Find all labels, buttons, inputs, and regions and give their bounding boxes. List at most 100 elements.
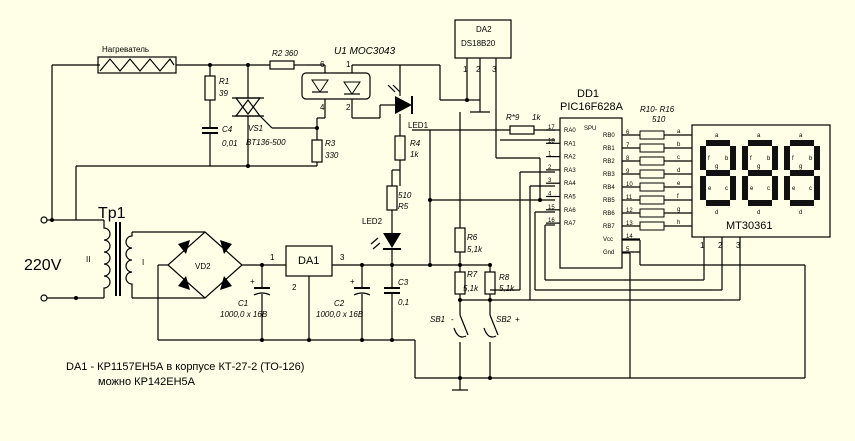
mcu-pin-name: RA3 (564, 168, 576, 174)
c3-label: C3 (398, 278, 409, 287)
da1-pin2: 2 (292, 283, 297, 292)
transformer-section: 220V Tp1 II I (24, 205, 205, 302)
r5-label: R5 (398, 202, 409, 211)
mcu-pin-name: Vcc (603, 237, 613, 243)
segment-b (730, 146, 736, 170)
r6-value: 5,1k (467, 245, 483, 254)
r7-label: R7 (467, 270, 478, 279)
mcu-pin-number: 17 (548, 125, 555, 131)
c4-value: 0,01 (222, 139, 238, 148)
segment-letter: e (750, 186, 754, 192)
winding-ii-label: II (86, 255, 90, 264)
segment-letter: g (757, 164, 760, 170)
da1-pin1: 1 (270, 253, 275, 262)
segment-g (706, 170, 730, 176)
mcu-pin-number: 13 (626, 221, 633, 227)
mcu-pin-number: 8 (626, 156, 630, 162)
r7-value: 5,1k (463, 284, 479, 293)
segment-label: e (677, 181, 681, 187)
da1-pin3: 3 (340, 253, 345, 262)
vs1-label: VS1 (248, 124, 263, 133)
segment-letter: c (767, 186, 770, 192)
mains-terminal-bottom (40, 294, 48, 302)
mcu-pin-number: 5 (626, 247, 630, 253)
c4-label: C4 (222, 125, 233, 134)
segment-label: g (677, 207, 680, 213)
vs1-value: BT136-500 (246, 138, 286, 147)
r8-resistor (484, 271, 496, 295)
segment-letter: c (809, 186, 812, 192)
r3-value: 330 (325, 151, 339, 160)
mcu-pin-number: 9 (626, 169, 630, 175)
opto-pin1: 1 (346, 60, 351, 69)
r8-value: 5,1k (499, 284, 515, 293)
mcu-spu: SPU (584, 126, 596, 132)
mcu-pin-name: RB2 (603, 159, 615, 165)
mcu-pin-name: Gnd (603, 250, 614, 256)
r9-value: 1k (532, 113, 541, 122)
segment-d (748, 200, 772, 206)
mcu-pin-rb6: RB6 12 g (603, 207, 692, 218)
display-body (691, 124, 831, 238)
display-pin2: 2 (718, 241, 723, 250)
segment-letter: b (725, 156, 729, 162)
mcu-pin-number: 3 (548, 178, 552, 184)
mcu-pin-number: 10 (626, 182, 633, 188)
mcu-pin-number: 15 (548, 205, 555, 211)
segment-label: b (677, 142, 681, 148)
segment-resistor (639, 182, 665, 192)
segment-resistor (639, 130, 665, 140)
segment-letter: a (757, 133, 761, 139)
opto-pin4: 4 (320, 103, 325, 112)
mcu-pin-number: 14 (626, 234, 633, 240)
segment-resistor (639, 221, 665, 231)
segment-letter: a (799, 133, 803, 139)
mcu-pin-name: RA7 (564, 221, 576, 227)
segment-a (706, 140, 730, 146)
opto-pin2: 2 (346, 103, 351, 112)
segment-e (784, 176, 790, 200)
mcu-pin-number: 18 (548, 138, 555, 144)
mcu-pin-name: RA6 (564, 208, 576, 214)
note-alt: можно КР142ЕН5А (98, 376, 196, 388)
c1-value: 1000,0 x 16B (220, 310, 268, 319)
da2-pin2: 2 (476, 65, 481, 74)
r4-resistor (394, 135, 406, 161)
c2-plus: + (350, 277, 355, 286)
mcu-pin-name: RB6 (603, 211, 615, 217)
r5-resistor (386, 185, 398, 211)
r1-value: 39 (219, 89, 228, 98)
r4-label: R4 (410, 139, 421, 148)
segment-letter: b (767, 156, 771, 162)
heater-label: Нагреватель (102, 45, 149, 54)
c3-value: 0,1 (398, 298, 409, 307)
segment-letter: g (799, 164, 802, 170)
vd2-label: VD2 (195, 262, 211, 271)
segment-letter: e (792, 186, 796, 192)
mcu-pin-number: 12 (626, 208, 633, 214)
mcu-pin-name: RA2 (564, 155, 576, 161)
sb1-sign: - (451, 315, 454, 324)
led-column: LED1 R4 R4 1k 510 R5 LED2 (362, 65, 429, 262)
heater-section: Нагреватель R1 39 C4 0,01 VS1 BT136-500 (51, 45, 339, 220)
tp1-label: Tp1 (98, 205, 126, 222)
display-label: MT30361 (726, 220, 772, 232)
da1-label: DA1 (298, 255, 319, 267)
segment-resistor (639, 156, 665, 166)
segment-letter: f (792, 156, 794, 162)
segment-label: a (677, 129, 681, 135)
mcu-pin-name: RB0 (603, 133, 615, 139)
segment-a (790, 140, 814, 146)
sb1-label: SB1 (430, 315, 445, 324)
da2-label: DA2 (476, 25, 492, 34)
